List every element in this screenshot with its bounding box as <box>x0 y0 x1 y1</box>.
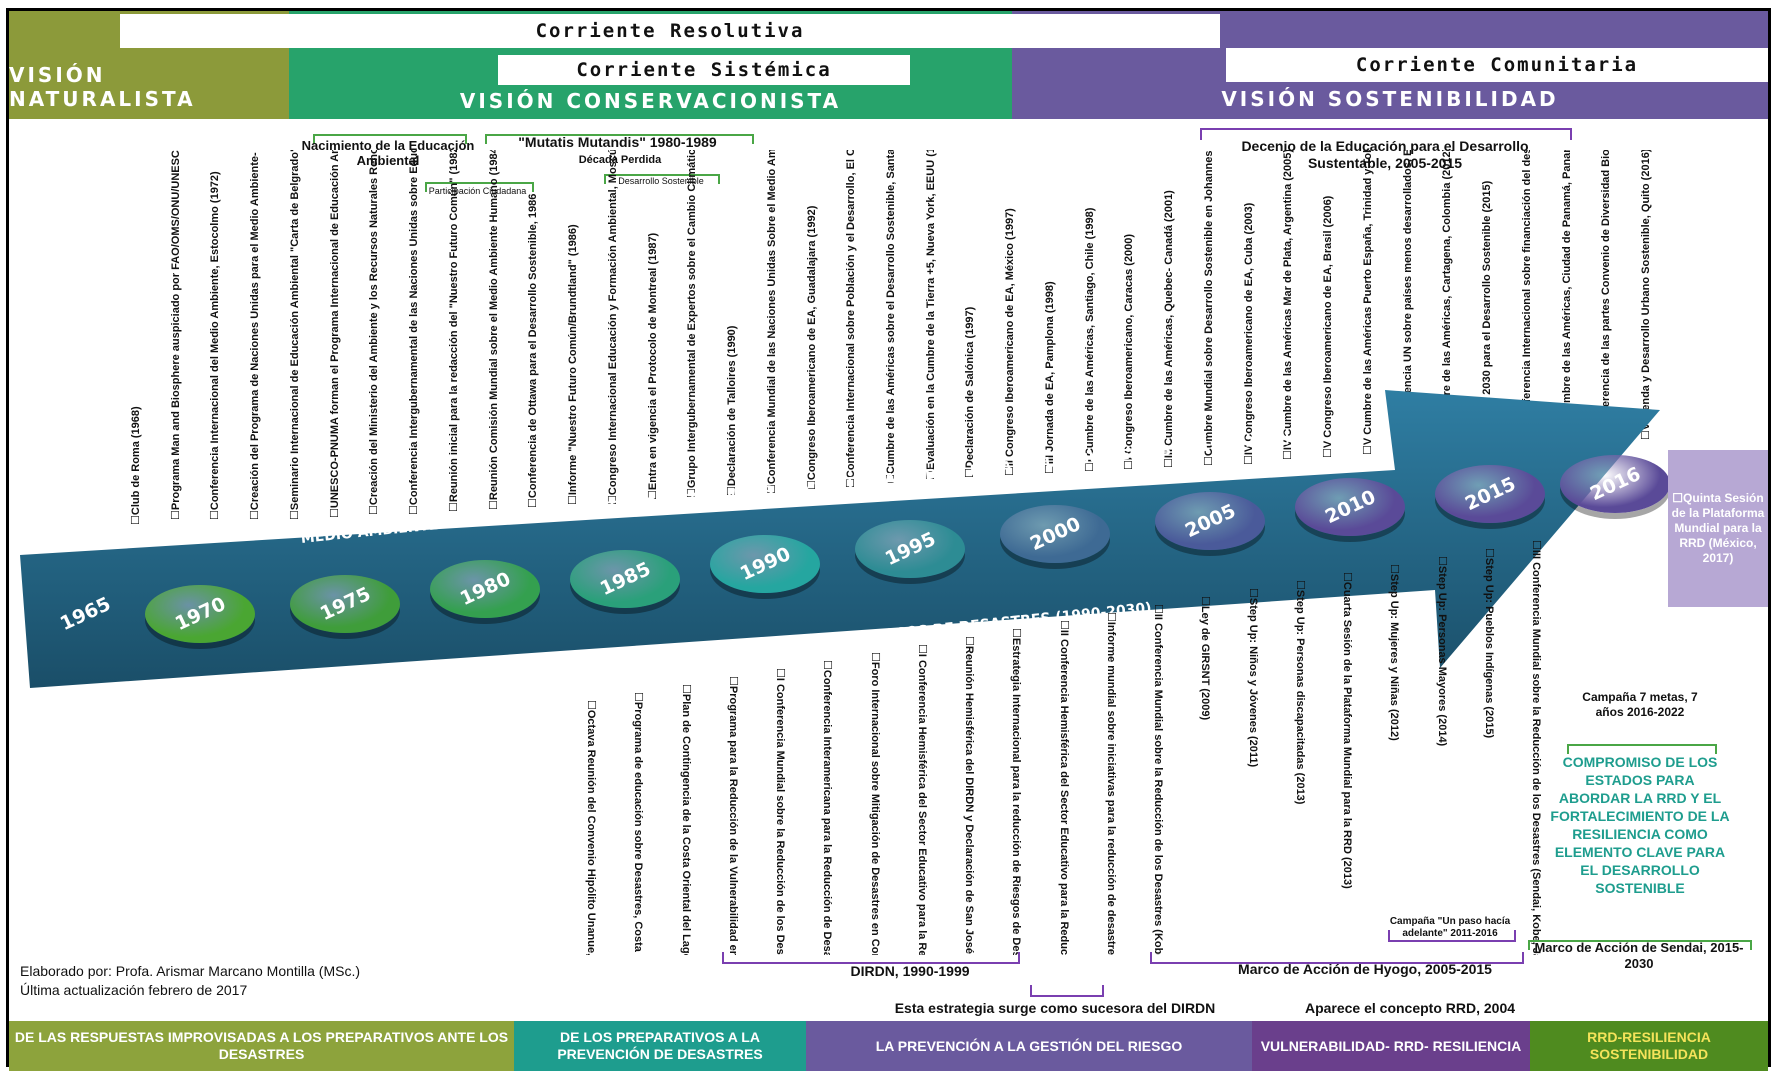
note-sendai: Marco de Acción de Sendai, 2015-2030 <box>1534 940 1744 971</box>
year-label: 2016 <box>1586 462 1644 506</box>
year-label: 1965 <box>56 592 114 636</box>
corriente-sistemica: Corriente Sistémica <box>498 55 910 85</box>
lower-event: Step Up: Pueblos Indígenas (2015) <box>1482 548 1495 738</box>
lower-event: Cuarta Sesión de la Plataforma Mundial p… <box>1340 572 1353 889</box>
footer-vulnerabilidad: VULNERABILIDAD- RRD- RESILIENCIA <box>1252 1021 1530 1071</box>
footer-preparativos: DE LOS PREPARATIVOS A LA PREVENCIÓN DE D… <box>514 1021 806 1071</box>
bracket-compromiso <box>1567 744 1717 754</box>
corriente-resolutiva: Corriente Resolutiva <box>120 14 1220 48</box>
year-label: 2010 <box>1321 485 1379 529</box>
year-coin-1985: 1985 <box>570 550 680 608</box>
lower-event: Step Up: Mujeres y Niñas (2012) <box>1387 564 1400 741</box>
credit-author: Elaborado por: Profa. Arismar Marcano Mo… <box>20 963 361 979</box>
lower-event: II Conferencia Mundial sobre la Reducció… <box>1151 604 1164 955</box>
arrow-body <box>20 390 1660 688</box>
footer-prevencion: LA PREVENCIÓN A LA GESTIÓN DEL RIESGO <box>806 1021 1252 1071</box>
lower-event: III Conferencia Mundial sobre la Reducci… <box>1529 540 1542 955</box>
year-coin-2015: 2015 <box>1435 465 1545 523</box>
label-decenio: Decenio de la Educación para el Desarrol… <box>1241 138 1529 171</box>
note-dirdn: DIRDN, 1990-1999 <box>850 963 970 979</box>
lower-event: Octava Reunión del Convenio Hipólito Una… <box>584 700 597 955</box>
bracket-nacimiento <box>313 134 467 144</box>
footer-respuestas: DE LAS RESPUESTAS IMPROVISADAS A LOS PRE… <box>9 1021 514 1071</box>
note-sucesora: Esta estrategia surge como sucesora del … <box>894 1000 1216 1016</box>
year-label: 1990 <box>736 542 794 586</box>
label-mutatis: "Mutatis Mutandis" 1980-1989 <box>518 134 717 150</box>
credits: Elaborado por: Profa. Arismar Marcano Mo… <box>20 962 360 1000</box>
year-coin-2005: 2005 <box>1155 492 1265 550</box>
bracket-mutatis <box>485 134 754 144</box>
lower-event: Reunión Hemisférica del DIRDN y Declarac… <box>962 636 975 955</box>
lower-event: Step Up: Personas discapacitadas (2013) <box>1293 580 1306 805</box>
bracket-desarrollo <box>604 174 720 184</box>
tip-note: ☐Quinta Sesión de la Plataforma Mundial … <box>1668 450 1768 607</box>
year-coin-2000: 2000 <box>1000 505 1110 563</box>
note-compromiso: COMPROMISO DE LOS ESTADOS PARA ABORDAR L… <box>1550 754 1730 896</box>
lower-event: Step Up: Personas Mayores (2014) <box>1435 556 1448 746</box>
lower-event: Step Up: Niños y Jóvenes (2011) <box>1246 588 1259 767</box>
lower-event: Informe mundial sobre iniciativas para l… <box>1104 612 1117 955</box>
lower-event: I Conferencia Mundial sobre la Reducción… <box>773 668 786 955</box>
year-coin-1990: 1990 <box>710 535 820 593</box>
bracket-hyogo <box>1150 952 1524 964</box>
lower-event: Conferencia Interamericana para la Reduc… <box>820 660 833 955</box>
bracket-participacion <box>425 182 534 192</box>
year-label: 2005 <box>1181 499 1239 543</box>
credit-update: Última actualización febrero de 2017 <box>20 982 248 998</box>
label-participacion: Participación Ciudadana <box>428 186 527 196</box>
note-hyogo: Marco de Acción de Hyogo, 2005-2015 <box>1238 961 1492 977</box>
lower-event: Plan de Contingencia de la Costa Orienta… <box>679 684 692 955</box>
year-label: 1975 <box>316 582 374 626</box>
lower-event: Foro Internacional sobre Mitigación de D… <box>868 652 881 955</box>
year-coin-2010: 2010 <box>1295 478 1405 536</box>
year-label: 1970 <box>171 592 229 636</box>
year-coin-1995: 1995 <box>855 520 965 578</box>
year-label: 2000 <box>1026 512 1084 556</box>
year-coin-2016: 2016 <box>1560 455 1670 513</box>
year-label: 2015 <box>1461 472 1519 516</box>
bracket-sucesora <box>1030 985 1104 997</box>
lower-event: Estrategia Internacional para la reducci… <box>1009 628 1022 955</box>
year-label: 1980 <box>456 567 514 611</box>
corriente-comunitaria: Corriente Comunitaria <box>1226 48 1768 82</box>
year-label: 1995 <box>881 527 939 571</box>
lower-event: Programa para la Reducción de la Vulnera… <box>726 676 739 955</box>
bracket-dirdn <box>722 952 1020 964</box>
lower-event: II Conferencia Hemisférica del Sector Ed… <box>1057 620 1070 955</box>
lower-event: I Conferencia Hemisférica del Sector Edu… <box>915 644 928 955</box>
note-rrd2004: Aparece el concepto RRD, 2004 <box>1304 1000 1516 1016</box>
year-coin-1970: 1970 <box>145 585 255 643</box>
lower-event: Ley de GIRSNT (2009) <box>1198 596 1211 720</box>
year-coin-1965: 1965 <box>30 585 140 643</box>
bracket-campana <box>1388 930 1516 942</box>
note-campana-paso: Campaña "Un paso hacía adelante" 2011-20… <box>1389 916 1511 939</box>
label-desarrollo: Desarrollo Sostenible <box>618 176 704 186</box>
note-campana7: Campaña 7 metas, 7 años 2016-2022 <box>1582 690 1698 719</box>
footer-resiliencia: RRD-RESILIENCIA SOSTENIBILIDAD <box>1530 1021 1768 1071</box>
year-coin-1975: 1975 <box>290 575 400 633</box>
year-coin-1980: 1980 <box>430 560 540 618</box>
bracket-decenio <box>1200 128 1572 140</box>
year-label: 1985 <box>596 557 654 601</box>
lower-event: Programa de educación sobre Desastres, C… <box>631 692 644 955</box>
